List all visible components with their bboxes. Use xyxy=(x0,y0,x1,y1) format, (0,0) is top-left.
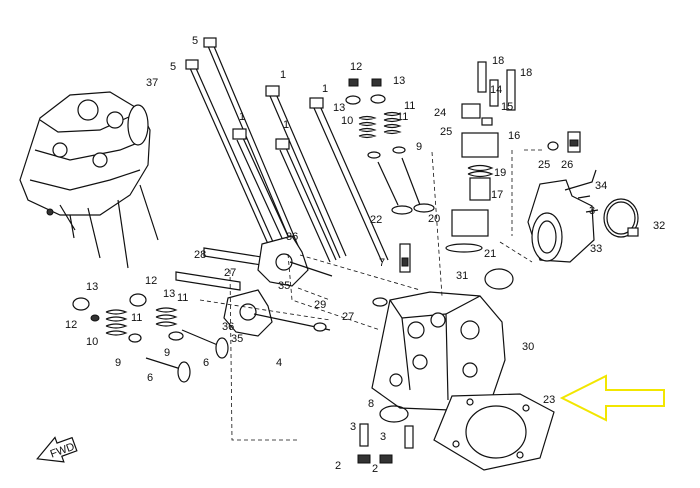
callout-23: 23 xyxy=(543,394,555,406)
callout-1: 1 xyxy=(280,69,286,81)
callout-18: 18 xyxy=(492,55,504,67)
callout-14: 14 xyxy=(490,84,502,96)
callout-11: 11 xyxy=(131,312,142,324)
upper-valve-train xyxy=(345,78,435,215)
lower-valve-train xyxy=(72,293,229,383)
callout-11: 11 xyxy=(177,292,188,304)
callout-33: 33 xyxy=(590,243,602,255)
callout-17: 17 xyxy=(491,189,503,201)
callout-32: 32 xyxy=(653,220,665,232)
head-gasket xyxy=(433,393,555,471)
callout-11: 11 xyxy=(397,111,408,123)
callout-20: 20 xyxy=(428,213,440,225)
callout-10: 10 xyxy=(86,336,98,348)
callout-19: 19 xyxy=(494,167,506,179)
assembled-cylinder-head xyxy=(19,91,159,269)
callout-16: 16 xyxy=(508,130,520,142)
callout-3: 3 xyxy=(380,431,386,443)
callout-12: 12 xyxy=(350,61,362,73)
callout-9: 9 xyxy=(115,357,121,369)
callout-34: 34 xyxy=(595,180,607,192)
callout-21: 21 xyxy=(484,248,496,260)
callout-15: 15 xyxy=(501,101,513,113)
callout-1: 1 xyxy=(239,111,245,123)
callout-5: 5 xyxy=(192,35,198,47)
callout-5: 5 xyxy=(170,61,176,73)
highlight-arrow xyxy=(559,374,665,422)
spark-plug xyxy=(399,243,411,273)
callout-11: 11 xyxy=(404,100,415,112)
callout-1: 1 xyxy=(322,83,328,95)
callout-2: 2 xyxy=(372,463,378,475)
callout-labels: 37 5 5 1 1 1 1 12 13 13 10 11 11 9 22 20… xyxy=(65,35,665,475)
forward-direction-arrow: FWD xyxy=(36,436,78,463)
callout-8: 8 xyxy=(368,398,374,410)
callout-6: 6 xyxy=(147,372,153,384)
cylinder-head xyxy=(313,291,506,423)
callout-12: 12 xyxy=(65,319,77,331)
callout-3: 3 xyxy=(589,205,595,217)
callout-31: 31 xyxy=(456,270,468,282)
callout-13: 13 xyxy=(393,75,405,87)
callout-13: 13 xyxy=(333,102,345,114)
callout-9: 9 xyxy=(416,141,422,153)
timing-chain-tensioner xyxy=(445,61,516,253)
callout-26: 26 xyxy=(561,159,573,171)
callout-30: 30 xyxy=(522,341,534,353)
callout-35: 35 xyxy=(278,280,290,292)
callout-2: 2 xyxy=(335,460,341,472)
callout-22: 22 xyxy=(370,214,382,226)
callout-36: 36 xyxy=(286,231,298,243)
assembly-guides xyxy=(199,149,542,441)
temperature-sensor xyxy=(547,131,581,153)
callout-29: 29 xyxy=(314,299,326,311)
callout-27: 27 xyxy=(224,267,236,279)
callout-1: 1 xyxy=(283,119,289,131)
callout-13: 13 xyxy=(86,281,98,293)
callout-9: 9 xyxy=(164,347,170,359)
callout-27: 27 xyxy=(342,311,354,323)
callout-10: 10 xyxy=(341,115,353,127)
callout-25: 25 xyxy=(538,159,550,171)
studs-and-nuts xyxy=(357,423,414,464)
intake-manifold xyxy=(484,169,639,290)
callout-28: 28 xyxy=(194,249,206,261)
callout-7: 7 xyxy=(379,257,385,269)
callout-35: 35 xyxy=(231,333,243,345)
callout-3: 3 xyxy=(350,421,356,433)
callout-24: 24 xyxy=(434,107,446,119)
callout-12: 12 xyxy=(145,275,157,287)
callout-36: 36 xyxy=(222,321,234,333)
callout-37: 37 xyxy=(146,77,158,89)
callout-25: 25 xyxy=(440,126,452,138)
callout-18: 18 xyxy=(520,67,532,79)
callout-4: 4 xyxy=(276,357,282,369)
callout-13: 13 xyxy=(163,288,175,300)
callout-6: 6 xyxy=(203,357,209,369)
